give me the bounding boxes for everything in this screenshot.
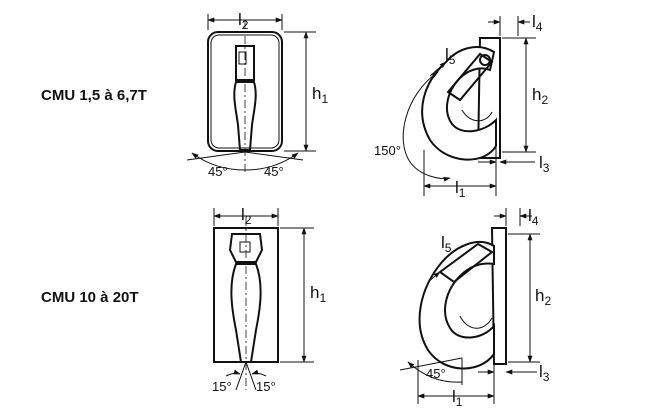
dim-l5-row2: l5 — [441, 233, 452, 255]
row-label-cmu-large: CMU 10 à 20T — [41, 289, 139, 306]
dim-l2-row2: l2 — [241, 205, 252, 227]
front-view-small-hook — [186, 14, 316, 175]
row-label-cmu-small: CMU 1,5 à 6,7T — [41, 87, 147, 104]
dim-l1-row2: l1 — [452, 387, 463, 409]
angle-row1-side: 150° — [374, 143, 401, 158]
dim-l4-row2: l4 — [528, 206, 539, 228]
angle-row2-side: 45° — [426, 366, 446, 381]
dim-h1-row2: h1 — [310, 283, 326, 305]
dim-l4-row1: l4 — [532, 12, 543, 34]
front-view-large-hook — [213, 208, 314, 391]
angle-right-row1: 45° — [264, 164, 284, 179]
dim-l1-row1: l1 — [455, 178, 466, 200]
dim-l3-row2: l3 — [539, 362, 550, 384]
side-view-large-hook — [399, 208, 540, 404]
side-view-small-hook — [402, 16, 536, 196]
angle-left-row2: 15° — [212, 379, 232, 394]
angle-right-row2: 15° — [256, 379, 276, 394]
angle-left-row1: 45° — [208, 164, 228, 179]
dim-l5-row1: l5 — [445, 45, 456, 67]
dim-h2-row2: h2 — [535, 286, 551, 308]
dim-h1-row1: h1 — [312, 84, 328, 106]
dim-l3-row1: l3 — [539, 153, 550, 175]
dim-h2-row1: h2 — [532, 85, 548, 107]
dim-l2-row1: l2 — [238, 10, 249, 32]
